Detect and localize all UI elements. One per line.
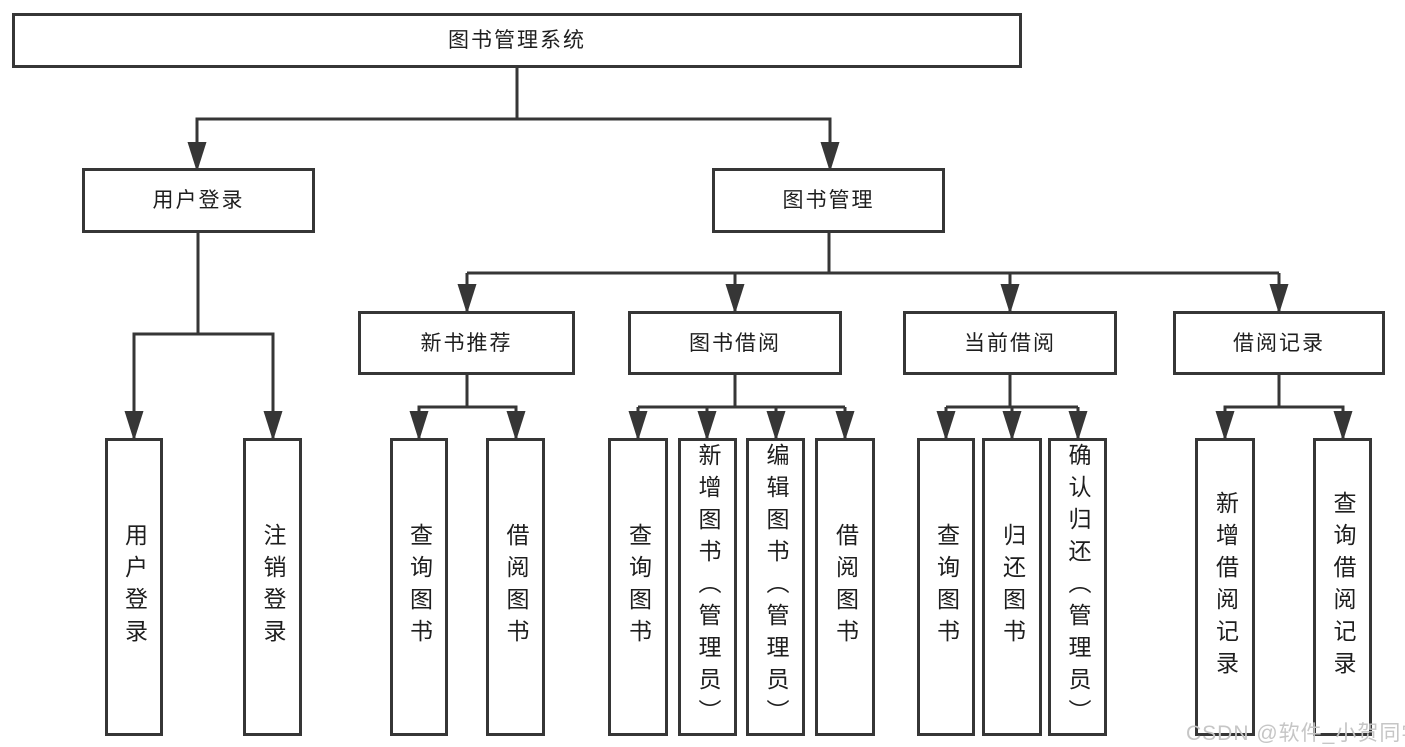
arrow-down-icon bbox=[506, 411, 526, 441]
leaf-recommend-borrow-books-label: 借阅图书 bbox=[503, 523, 529, 651]
node-root-label: 图书管理系统 bbox=[448, 29, 586, 52]
leaf-borrow-borrow-books-label: 借阅图书 bbox=[832, 523, 859, 651]
leaf-logout: 注销登录 bbox=[243, 438, 302, 736]
arrow-down-icon bbox=[263, 411, 283, 441]
edge-borrow-drops bbox=[636, 407, 847, 440]
leaf-recommend-query-books-label: 查询图书 bbox=[406, 523, 433, 651]
leaf-current-confirm-return-admin-label: 确认归还（管理员） bbox=[1065, 443, 1091, 731]
leaf-recommend-query-books: 查询图书 bbox=[390, 438, 448, 736]
leaf-current-confirm-return-admin: 确认归还（管理员） bbox=[1048, 438, 1107, 736]
node-new-book-recommend: 新书推荐 bbox=[358, 311, 575, 375]
node-borrow-records: 借阅记录 bbox=[1173, 311, 1385, 375]
arrow-down-icon bbox=[1269, 284, 1289, 314]
arrow-down-icon bbox=[1333, 411, 1353, 441]
leaf-records-add-record-label: 新增借阅记录 bbox=[1212, 491, 1239, 683]
leaf-borrow-add-books-admin-label: 新增图书（管理员） bbox=[695, 443, 721, 731]
leaf-borrow-query-books: 查询图书 bbox=[608, 438, 668, 736]
arrow-down-icon bbox=[936, 411, 956, 441]
leaf-current-return-books: 归还图书 bbox=[982, 438, 1042, 736]
leaf-borrow-query-books-label: 查询图书 bbox=[625, 523, 652, 651]
arrow-down-icon bbox=[628, 411, 648, 441]
arrow-down-icon bbox=[835, 411, 855, 441]
arrow-down-icon bbox=[409, 411, 429, 441]
node-root: 图书管理系统 bbox=[12, 13, 1022, 68]
leaf-borrow-borrow-books: 借阅图书 bbox=[815, 438, 875, 736]
edge-mgmt-drops bbox=[465, 273, 1281, 313]
leaf-current-query-books-label: 查询图书 bbox=[933, 523, 960, 651]
arrow-down-icon bbox=[1215, 411, 1235, 441]
arrow-down-icon bbox=[697, 411, 717, 441]
node-book-borrow: 图书借阅 bbox=[628, 311, 842, 375]
node-new-book-recommend-label: 新书推荐 bbox=[420, 331, 513, 355]
leaf-recommend-borrow-books: 借阅图书 bbox=[486, 438, 545, 736]
leaf-logout-label: 注销登录 bbox=[260, 523, 286, 651]
edge-root-rail bbox=[195, 117, 832, 171]
leaf-user-login: 用户登录 bbox=[105, 438, 163, 736]
arrow-down-icon bbox=[1002, 411, 1022, 441]
node-book-management: 图书管理 bbox=[712, 168, 945, 233]
leaf-current-return-books-label: 归还图书 bbox=[999, 523, 1026, 651]
arrow-down-icon bbox=[1068, 411, 1088, 441]
leaf-current-query-books: 查询图书 bbox=[917, 438, 975, 736]
leaf-records-query-record: 查询借阅记录 bbox=[1313, 438, 1372, 736]
node-current-borrow: 当前借阅 bbox=[903, 311, 1117, 375]
node-user-login-label: 用户登录 bbox=[152, 189, 245, 212]
node-borrow-records-label: 借阅记录 bbox=[1233, 331, 1325, 355]
leaf-borrow-add-books-admin: 新增图书（管理员） bbox=[678, 438, 737, 736]
leaf-records-add-record: 新增借阅记录 bbox=[1195, 438, 1255, 736]
arrow-down-icon bbox=[1000, 284, 1020, 314]
arrow-down-icon bbox=[457, 284, 477, 314]
leaf-borrow-edit-books-admin-label: 编辑图书（管理员） bbox=[763, 443, 789, 731]
arrow-down-icon bbox=[766, 411, 786, 441]
edge-login-rail bbox=[132, 332, 275, 440]
leaf-borrow-edit-books-admin: 编辑图书（管理员） bbox=[746, 438, 805, 736]
leaf-user-login-label: 用户登录 bbox=[121, 523, 148, 651]
csdn-watermark: CSDN @软件_小贺同学 bbox=[1186, 722, 1405, 745]
node-user-login: 用户登录 bbox=[82, 168, 315, 233]
arrow-down-icon bbox=[124, 411, 144, 441]
arrow-down-icon bbox=[725, 284, 745, 314]
node-book-management-label: 图书管理 bbox=[782, 189, 875, 212]
node-book-borrow-label: 图书借阅 bbox=[689, 331, 781, 355]
node-current-borrow-label: 当前借阅 bbox=[964, 331, 1056, 355]
edge-records-rail bbox=[1223, 405, 1345, 440]
leaf-records-query-record-label: 查询借阅记录 bbox=[1330, 491, 1356, 683]
edge-recommend-rail bbox=[417, 405, 518, 440]
